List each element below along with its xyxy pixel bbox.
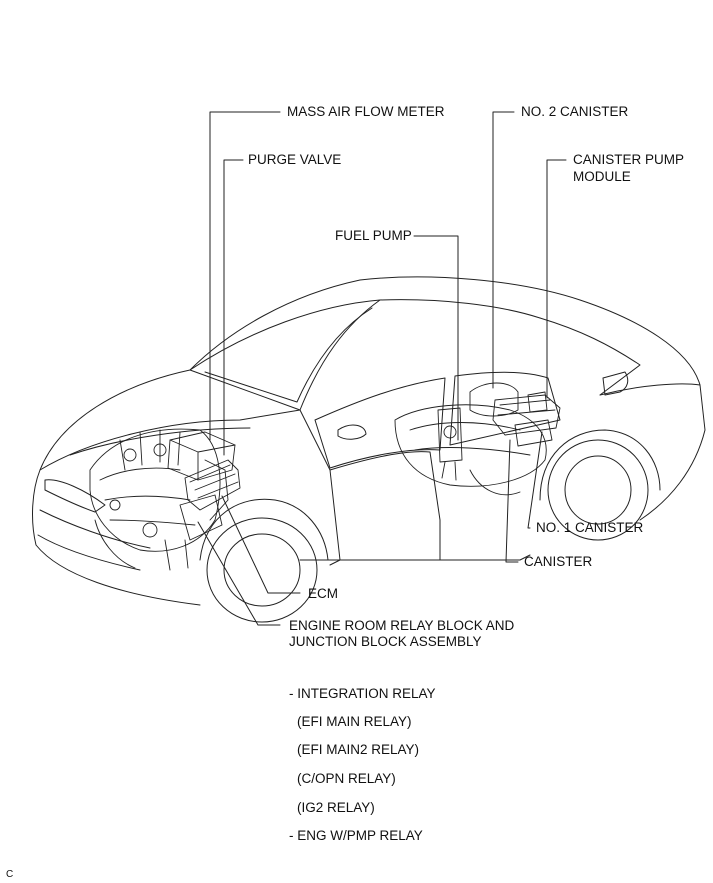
label-canister-pump-module-line1: CANISTER PUMP [573,152,685,167]
leader-canister-pump-module [546,159,567,399]
front-wheel-outer [206,517,318,623]
label-fuel-pump: FUEL PUMP [335,228,412,243]
relay-list-item: (EFI MAIN RELAY) [297,714,412,729]
label-purge-valve: PURGE VALVE [248,152,342,167]
hood [39,409,301,471]
engine-block [89,428,221,552]
air-cleaner-box [167,431,236,481]
car-roof-outline [39,276,701,471]
label-canister: CANISTER [524,554,593,569]
fuel-pump-unit [437,407,463,463]
front-bumper [32,469,201,606]
label-mass-air-flow-meter: MASS AIR FLOW METER [287,104,445,119]
leader-no2-canister [492,111,515,389]
door-window [314,377,446,469]
leader-purge-valve [223,159,244,456]
relay-list-item: (C/OPN RELAY) [297,771,396,786]
trunk [599,383,706,521]
front-wheel-arch [199,498,329,561]
mirror [337,424,367,440]
relay-block [179,494,223,541]
label-no2-canister: NO. 2 CANISTER [521,104,629,119]
leader-lines [197,111,567,626]
relay-list-item: - INTEGRATION RELAY [289,686,436,701]
rocker-panel [299,554,531,561]
label-canister-pump-module-line2: MODULE [573,169,631,184]
fuel-system [394,382,561,496]
car-body [32,276,706,623]
label-ecm: ECM [308,586,338,601]
rear-wheel-arch [539,429,661,501]
rear-wheel-outer [547,439,649,541]
front-door [329,451,441,561]
engine-assembly [89,428,241,571]
label-relay-block-line2: JUNCTION BLOCK ASSEMBLY [289,634,482,649]
relay-list-item: (EFI MAIN2 RELAY) [297,742,420,757]
a-pillar [299,409,341,566]
rear-door-window [449,371,561,446]
leader-canister [505,439,519,563]
ecm-box [184,459,241,511]
fog-area [37,534,141,571]
hood-line [69,427,251,456]
label-no1-canister: NO. 1 CANISTER [536,520,644,535]
leader-relay-block [197,521,281,626]
canister-pump-module-body [527,391,548,413]
fuel-tank [394,404,547,487]
leader-fuel-pump [413,235,459,441]
rear-wheel-inner [564,455,632,525]
corner-code: C [6,869,14,880]
leader-ecm [221,495,301,594]
front-wheel-inner [223,533,301,607]
rear-window [539,317,641,396]
headlight [44,479,106,513]
windshield [189,299,381,411]
label-relay-block-line1: ENGINE ROOM RELAY BLOCK AND [289,618,515,633]
leader-mass-air-flow-meter [209,111,281,441]
leader-no1-canister [527,431,543,529]
front-grille [39,509,151,549]
taillight [602,371,629,396]
relay-list-item: - ENG W/PMP RELAY [289,828,423,843]
no1-canister-body [514,419,553,447]
relay-list-item: (IG2 RELAY) [297,800,375,815]
no2-canister-body [469,382,519,417]
windshield-inner [204,307,373,403]
car-roof-inner [189,299,541,371]
